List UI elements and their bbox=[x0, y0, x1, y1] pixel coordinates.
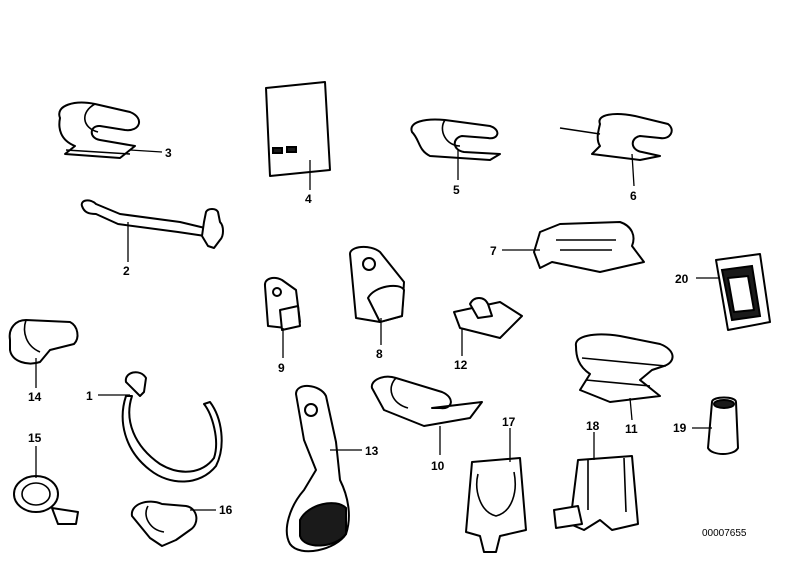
part-18-double-clip bbox=[553, 432, 639, 531]
part-12-spring-clip bbox=[453, 297, 523, 356]
part-16-hose-clip bbox=[130, 500, 216, 547]
part-6-wire-clip bbox=[559, 113, 673, 187]
reference-code: 00007655 bbox=[702, 528, 747, 539]
callout-16: 16 bbox=[219, 503, 233, 517]
callout-17: 17 bbox=[502, 415, 516, 429]
part-15-ring-clamp bbox=[13, 446, 79, 525]
callout-10: 10 bbox=[431, 459, 445, 473]
callout-6: 6 bbox=[630, 189, 637, 203]
part-17-push-clip bbox=[465, 428, 527, 553]
part-7-holder bbox=[502, 221, 645, 273]
callout-9: 9 bbox=[278, 361, 285, 375]
callout-2: 2 bbox=[123, 264, 130, 278]
part-20-grommet bbox=[696, 253, 771, 331]
callout-7: 7 bbox=[490, 244, 497, 258]
part-9-small-clip bbox=[263, 277, 301, 358]
callout-14: 14 bbox=[28, 390, 42, 404]
part-19-sleeve bbox=[692, 396, 739, 455]
part-11-large-clip bbox=[574, 333, 674, 421]
callout-13: 13 bbox=[365, 444, 379, 458]
part-3-clip bbox=[58, 101, 163, 159]
callout-1: 1 bbox=[86, 389, 93, 403]
callout-20: 20 bbox=[675, 272, 689, 286]
part-13-tab-clip bbox=[285, 385, 362, 553]
callout-18: 18 bbox=[586, 419, 600, 433]
callout-19: 19 bbox=[673, 421, 687, 435]
callout-5: 5 bbox=[453, 183, 460, 197]
part-14-boot-cap bbox=[8, 319, 79, 388]
callout-15: 15 bbox=[28, 431, 42, 445]
callout-11: 11 bbox=[625, 422, 638, 436]
callout-4: 4 bbox=[305, 192, 312, 206]
callout-3: 3 bbox=[165, 146, 172, 160]
part-10-bent-clip bbox=[370, 375, 483, 455]
part-1-cable-tie bbox=[98, 371, 223, 483]
part-5-clip bbox=[410, 118, 501, 180]
callout-12: 12 bbox=[454, 358, 468, 372]
callout-8: 8 bbox=[376, 347, 383, 361]
part-2-bracket-rod bbox=[80, 199, 224, 262]
part-4-plate bbox=[265, 81, 331, 190]
part-8-clip bbox=[349, 246, 405, 345]
